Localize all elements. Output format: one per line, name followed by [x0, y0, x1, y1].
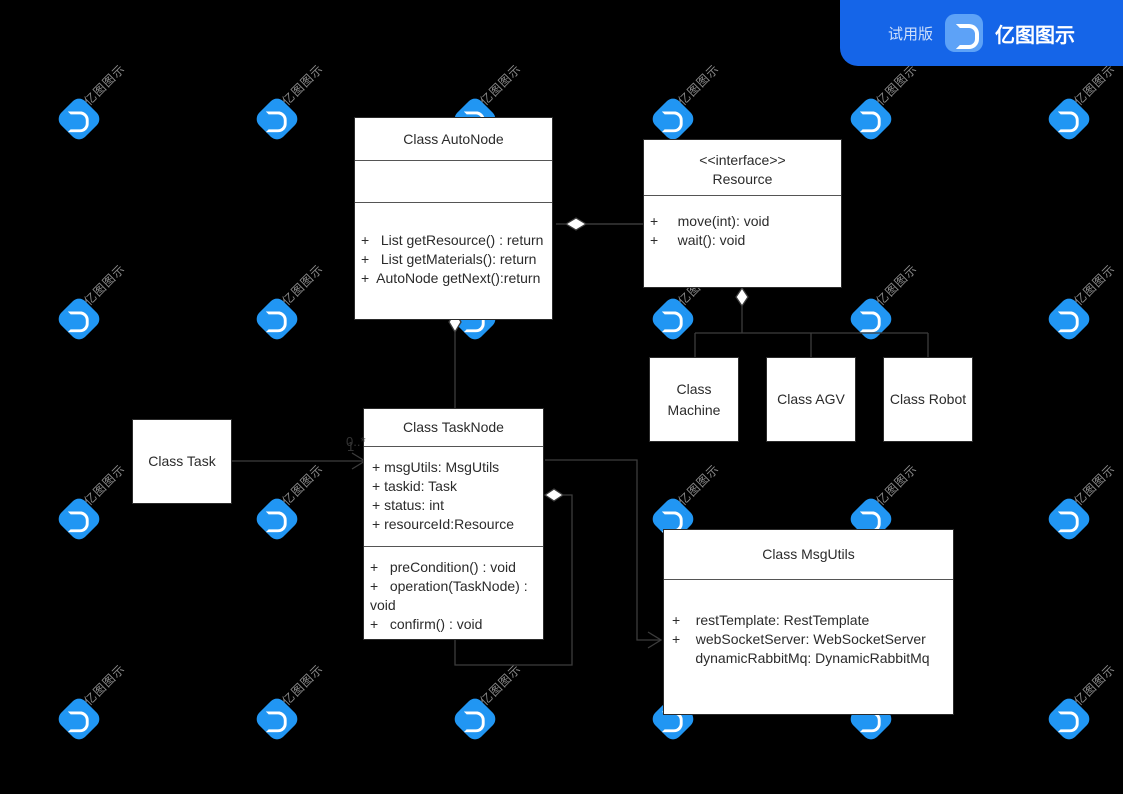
class-box-robot[interactable]: Class Robot [883, 357, 973, 442]
class-title-tasknode: Class TaskNode [403, 419, 504, 435]
class-box-agv[interactable]: Class AGV [766, 357, 856, 442]
connector-tasknode-msgutils [545, 459, 663, 649]
method-row: + AutoNode getNext():return [361, 270, 541, 286]
divider [364, 446, 543, 447]
class-title-msgutils: Class MsgUtils [762, 546, 855, 562]
methods-tasknode: + preCondition() : void + operation(Task… [364, 547, 543, 634]
method-row: + preCondition() : void [370, 559, 516, 575]
connector-autonode-resource [556, 217, 643, 231]
attribute-row: + status: int [372, 497, 444, 513]
class-title-autonode: Class AutoNode [403, 131, 504, 147]
class-box-msgutils[interactable]: Class MsgUtils + restTemplate: RestTempl… [663, 529, 954, 715]
divider [355, 202, 552, 203]
attributes-tasknode: + msgUtils: MsgUtils + taskid: Task + st… [364, 447, 543, 534]
class-name-resource: Resource [712, 170, 773, 187]
attribute-row: + restTemplate: RestTemplate [672, 612, 870, 628]
trial-label: 试用版 [887, 24, 933, 43]
connector-autonode-tasknode [448, 310, 462, 408]
divider [355, 160, 552, 161]
class-box-machine[interactable]: Class Machine [649, 357, 739, 442]
class-title-resource: <<interface>> Resource [644, 140, 841, 195]
method-row: + operation(TaskNode) : void [370, 578, 532, 613]
method-row: + confirm() : void [370, 616, 483, 632]
trial-badge[interactable]: 试用版 亿图图示 [840, 0, 1123, 66]
multiplicity-tasknode: 0..* [346, 434, 366, 449]
divider [364, 546, 543, 547]
class-title-task: Class Task [148, 453, 216, 469]
class-box-resource[interactable]: <<interface>> Resource + move(int): void… [643, 139, 842, 288]
attribute-row: + resourceId:Resource [372, 516, 515, 532]
class-box-autonode[interactable]: Class AutoNode + List getResource() : re… [354, 117, 553, 320]
class-stereotype-resource: <<interface>> [699, 152, 786, 168]
method-row: + List getResource() : return [361, 232, 544, 248]
connector-resource-subclasses [694, 286, 929, 358]
attributes-autonode [355, 161, 552, 202]
connector-tasknode-loop [454, 488, 573, 666]
method-row: + wait(): void [650, 232, 746, 248]
divider [644, 195, 841, 196]
connector-task-tasknode [232, 452, 367, 470]
method-row: + List getMaterials(): return [361, 251, 537, 267]
class-box-task[interactable]: Class Task [132, 419, 232, 504]
edraw-logo-icon [945, 14, 983, 52]
class-box-tasknode[interactable]: Class TaskNode + msgUtils: MsgUtils + ta… [363, 408, 544, 640]
class-title-agv: Class AGV [777, 391, 845, 407]
attributes-msgutils: + restTemplate: RestTemplate + webSocket… [664, 580, 953, 668]
attribute-row: + taskid: Task [372, 478, 457, 494]
methods-resource: + move(int): void + wait(): void [644, 196, 841, 250]
multiplicity-task: 1 [347, 439, 355, 454]
divider [664, 579, 953, 580]
attribute-row: + webSocketServer: WebSocketServer [672, 631, 926, 647]
attribute-row: + msgUtils: MsgUtils [372, 459, 500, 475]
method-row: + move(int): void [650, 213, 770, 229]
class-title-robot: Class Robot [889, 391, 967, 407]
brand-label: 亿图图示 [995, 22, 1075, 47]
class-title-machine: Class Machine [667, 380, 721, 418]
methods-autonode: + List getResource() : return + List get… [355, 203, 552, 288]
attribute-row: dynamicRabbitMq: DynamicRabbitMq [672, 650, 930, 666]
